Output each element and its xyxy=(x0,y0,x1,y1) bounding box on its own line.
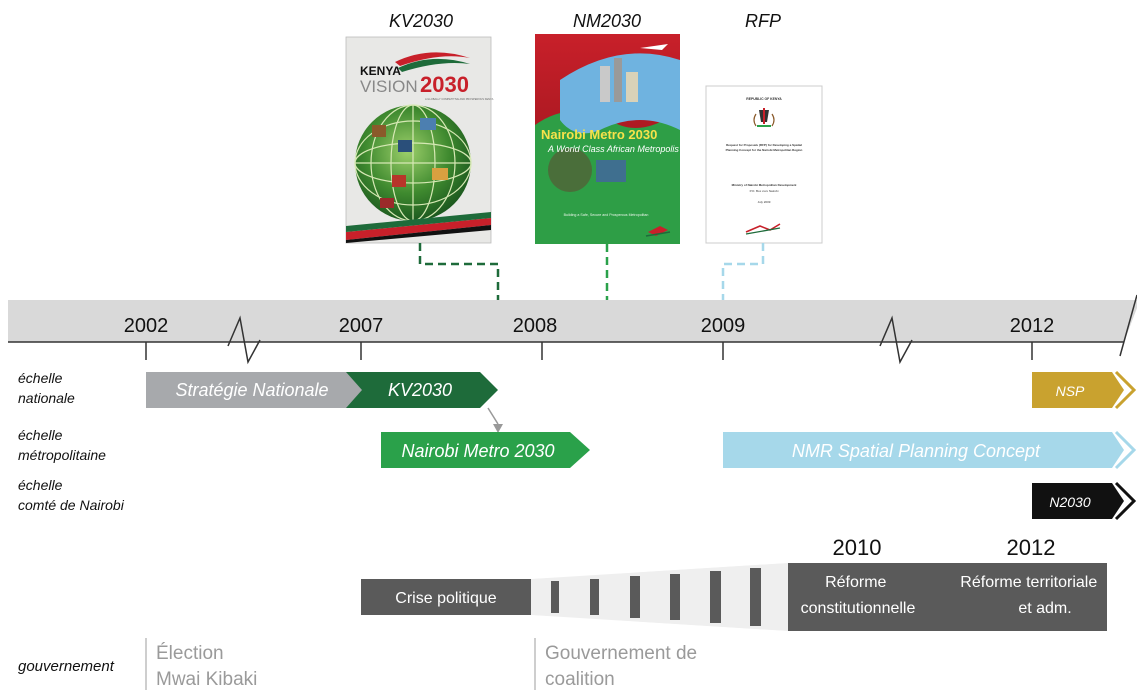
kv2030-cover: KENYA VISION 2030 A GLOBALLY COMPETITIVE… xyxy=(345,36,494,244)
bar-n2030 xyxy=(1032,483,1124,519)
bar-nsp-label: NSP xyxy=(1056,383,1085,399)
doc-label-kv2030: KV2030 xyxy=(389,11,453,31)
nm2030-cover: Nairobi Metro 2030 A World Class African… xyxy=(535,34,680,244)
bar-strategie-label: Stratégie Nationale xyxy=(175,380,328,400)
doc-label-nm2030: NM2030 xyxy=(573,11,641,31)
year-2009: 2009 xyxy=(701,315,746,337)
scale-county-label: échelle comté de Nairobi xyxy=(18,477,125,513)
rfp-cover-line3: Ministry of Nairobi Metropolitan Develop… xyxy=(732,183,797,187)
scale-national-label: échelle nationale xyxy=(18,370,75,406)
reforme-territoriale-block xyxy=(951,563,1107,631)
bar-nmr-label: NMR Spatial Planning Concept xyxy=(792,441,1041,461)
bar-nsp xyxy=(1032,372,1124,408)
kenya-coat-of-arms-icon xyxy=(753,108,775,127)
arrowhead-icon xyxy=(493,424,503,433)
kv2030-to-nm2030-connector xyxy=(487,407,499,425)
bar-nm2030-label: Nairobi Metro 2030 xyxy=(401,441,554,461)
rfp-cover-line1: Request for Proposals (RFP) for Developi… xyxy=(726,143,802,147)
reforme-constitutionnelle-block xyxy=(788,563,951,631)
rfp-cover-header: REPUBLIC OF KENYA xyxy=(746,97,782,101)
gouvernement-label: gouvernement xyxy=(18,658,115,675)
timeline-break-right xyxy=(879,315,913,365)
nm-cover-footer: Building a Safe, Secure and Prosperous M… xyxy=(564,213,649,217)
n2030-chevron-icon xyxy=(1114,481,1137,521)
kv2030-connector xyxy=(418,243,500,300)
reforme-constitutionnelle-label: Réforme constitutionnelle xyxy=(801,574,916,617)
nsp-chevron-icon xyxy=(1114,370,1137,410)
doc-label-rfp: RFP xyxy=(745,11,781,31)
politics-year-2012: 2012 xyxy=(1007,535,1056,560)
politics-year-2010: 2010 xyxy=(833,535,882,560)
bar-n2030-label: N2030 xyxy=(1049,494,1090,510)
reforme-territoriale-label: Réforme territoriale et adm. xyxy=(960,574,1101,617)
coalition-label: Gouvernement de coalition xyxy=(545,643,702,690)
rfp-connector xyxy=(721,243,765,300)
timeline-ticks xyxy=(145,342,1033,360)
timeline-break-left xyxy=(227,315,261,365)
bar-kv2030-label: KV2030 xyxy=(388,380,452,400)
transition-wedge xyxy=(531,563,788,631)
rfp-cover-line5: July 2009 xyxy=(758,200,771,204)
kv-cover-vision: VISION xyxy=(360,77,418,96)
nm-cover-subtitle: A World Class African Metropolis xyxy=(547,144,679,154)
nmr-chevron-icon xyxy=(1114,430,1137,470)
rfp-cover: REPUBLIC OF KENYA Request for Proposals … xyxy=(705,85,823,244)
bar-nairobi-metro-2030 xyxy=(381,432,590,468)
year-2012: 2012 xyxy=(1010,315,1055,337)
crise-politique-block xyxy=(361,579,531,615)
rfp-cover-line2: Planning Concept for the Nairobi Metropo… xyxy=(726,148,803,152)
bar-kv2030 xyxy=(346,372,498,408)
timeline-cut-right xyxy=(1119,294,1137,357)
transition-stripes xyxy=(551,568,761,626)
year-2007: 2007 xyxy=(339,315,384,337)
rfp-cover-line4: P.O. Box xxxx Nairobi xyxy=(750,189,779,193)
timeline-band xyxy=(8,300,1137,342)
nm-cover-title: Nairobi Metro 2030 xyxy=(541,127,657,142)
kv-cover-kenya: KENYA xyxy=(360,64,401,78)
year-2008: 2008 xyxy=(513,315,558,337)
election-label: Élection Mwai Kibaki xyxy=(156,643,257,690)
crise-politique-label: Crise politique xyxy=(395,590,496,607)
bar-strategie-nationale xyxy=(146,372,374,408)
kv-cover-year: 2030 xyxy=(420,72,469,97)
kv-cover-tagline: A GLOBALLY COMPETITIVE AND PROSPEROUS KE… xyxy=(425,97,494,101)
bar-nmr-spatial-planning xyxy=(723,432,1124,468)
scale-metropolitan-label: échelle métropolitaine xyxy=(18,427,106,463)
year-2002: 2002 xyxy=(124,315,169,337)
